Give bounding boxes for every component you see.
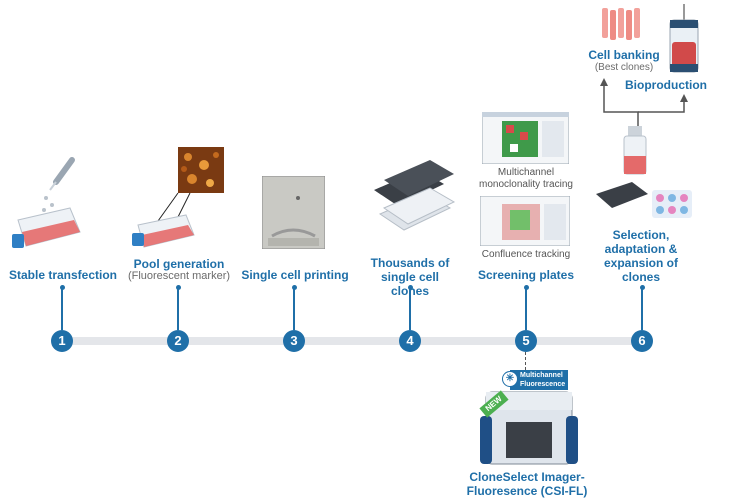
step-6-connector — [641, 288, 643, 330]
tag-line-2: Fluorescence — [520, 381, 566, 388]
fluorescence-icon: ✳ — [502, 371, 518, 387]
confluence-screenshot — [480, 196, 570, 246]
step-4-connector — [409, 288, 411, 330]
cloneselect-imager-illustration — [480, 391, 578, 465]
step-3-connector — [293, 288, 295, 330]
pool-flask-illustration — [132, 147, 224, 248]
clone-selection-illustration — [596, 126, 692, 218]
step-2-marker: 2 — [167, 330, 189, 352]
step-6-title: Selection, adaptation & expansion of clo… — [603, 228, 678, 284]
step-1-marker: 1 — [51, 330, 73, 352]
step-1-connector — [61, 288, 63, 330]
step-2-subtitle: (Fluorescent marker) — [127, 270, 231, 282]
tag-line-1: Multichannel — [520, 372, 563, 379]
bioreactor-illustration — [669, 4, 699, 73]
single-cell-image — [262, 176, 325, 249]
transfection-flask-illustration — [12, 157, 81, 248]
screening-note-monoclonality: Multichannel monoclonality tracing — [479, 167, 573, 190]
step-4-marker: 4 — [399, 330, 421, 352]
step-5-connector — [525, 288, 527, 330]
plate-stack-illustration — [374, 160, 456, 231]
monoclonality-screenshot — [482, 112, 569, 164]
step-3-marker: 3 — [283, 330, 305, 352]
cell-banking-illustration — [602, 8, 640, 40]
bioproduction-title: Bioproduction — [625, 78, 707, 92]
screening-note-confluence: Confluence tracking — [481, 249, 571, 260]
cell-banking-subtitle: (Best clones) — [594, 62, 654, 73]
step-1-connector-dot — [59, 285, 65, 290]
timeline-bar — [62, 337, 647, 345]
step-2-title: Pool generation — [133, 257, 225, 271]
instrument-name-line-1: CloneSelect Imager- — [469, 470, 585, 484]
step-5-connector-dot — [523, 285, 529, 290]
multichannel-fluorescence-tag: ✳ Multichannel Fluorescence — [502, 370, 568, 390]
step-5-marker: 5 — [515, 330, 537, 352]
outcome-arrows — [600, 78, 688, 126]
step-6-marker: 6 — [631, 330, 653, 352]
cell-banking-title: Cell banking — [588, 48, 660, 62]
instrument-name-line-2: Fluoresence (CSI-FL) — [466, 484, 588, 498]
step-2-connector — [177, 288, 179, 330]
step-2-connector-dot — [175, 285, 181, 290]
step-6-connector-dot — [639, 285, 645, 290]
step-3-connector-dot — [291, 285, 297, 290]
instrument-connector — [525, 352, 526, 370]
step-1-title: Stable transfection — [8, 268, 118, 282]
step-4-connector-dot — [407, 285, 413, 290]
step-3-title: Single cell printing — [241, 268, 349, 282]
step-5-title: Screening plates — [477, 268, 575, 282]
